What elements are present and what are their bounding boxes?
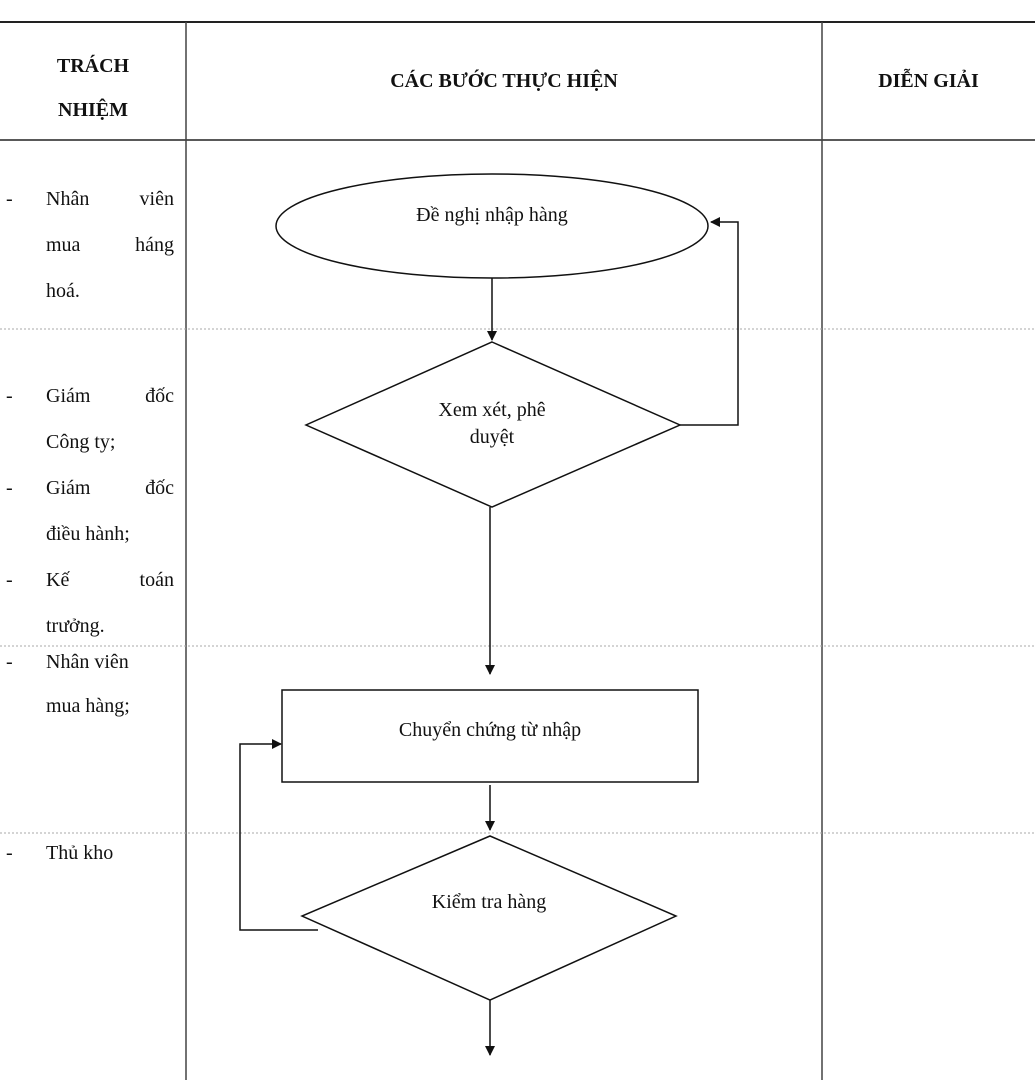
transfer-box — [281, 689, 699, 783]
review-diamond — [304, 341, 682, 508]
feedback-arrow — [239, 739, 318, 931]
feedback-arrow — [680, 217, 739, 426]
responsibility-item: hoá. — [46, 280, 80, 302]
review-label: Xem xét, phê — [438, 399, 545, 421]
header-explanation: DIỄN GIẢI — [878, 70, 979, 92]
start-ellipse — [275, 173, 709, 279]
header-line: TRÁCH — [56, 55, 130, 77]
responsibility-cell-3: -Nhân viên mua hàng; — [6, 651, 130, 717]
inspect-diamond — [300, 835, 678, 1001]
header-steps: CÁC BƯỚC THỰC HIỆN — [390, 70, 618, 92]
review-label: duyệt — [470, 426, 515, 448]
transfer-label: Chuyển chứng từ nhập — [399, 719, 581, 741]
header-line: NHIỆM — [58, 99, 128, 121]
responsibility-item: -Nhân viên — [6, 188, 174, 210]
responsibility-cell-2: -Giám đốc Công ty; -Giám đốc điều hành; … — [6, 385, 174, 637]
responsibility-cell-4: -Thủ kho — [6, 842, 114, 864]
header-responsibility: TRÁCH NHIỆM — [0, 44, 186, 132]
responsibility-item: mua háng — [46, 234, 174, 256]
responsibility-cell-1: -Nhân viên mua háng hoá. — [0, 176, 174, 314]
request-label: Đề nghị nhập hàng — [416, 204, 568, 226]
inspect-label: Kiểm tra hàng — [432, 891, 546, 913]
